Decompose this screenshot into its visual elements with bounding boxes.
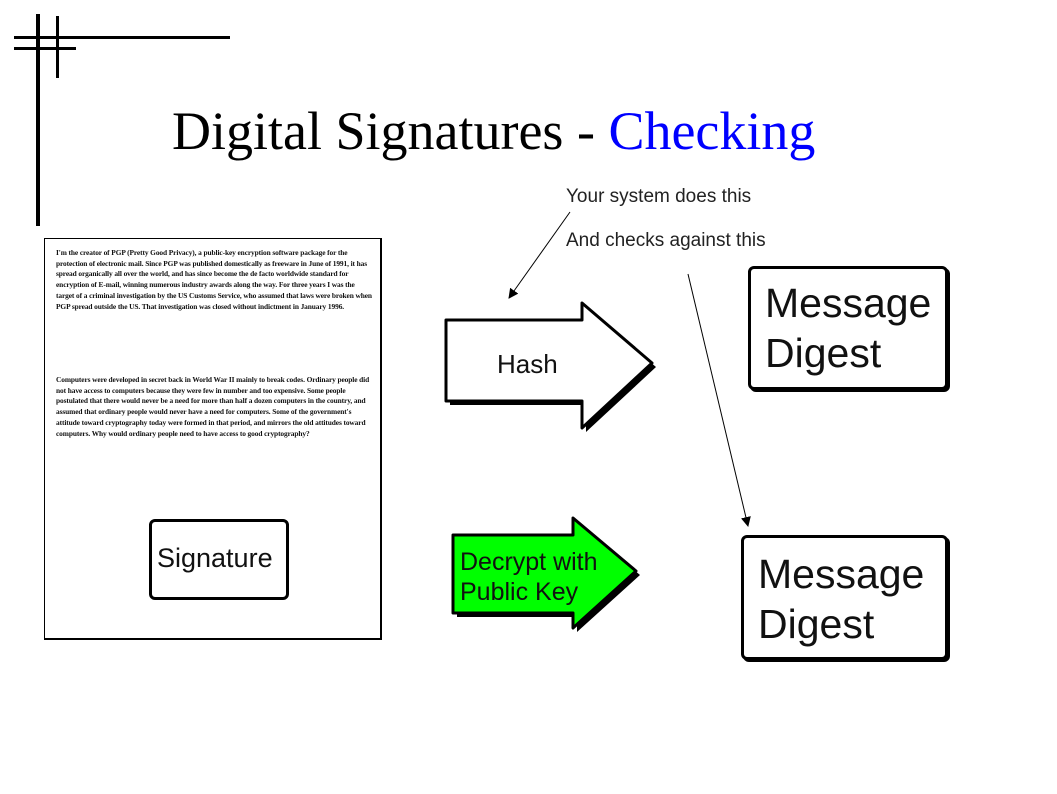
- digest-bottom-line-2: Digest: [758, 601, 875, 647]
- hash-arrow-shape: [444, 301, 654, 430]
- digest-bottom-line-1: Message: [758, 551, 925, 597]
- corner-line-h-bottom: [14, 47, 76, 50]
- document-paragraph-2: Computers were developed in secret back …: [56, 375, 370, 438]
- decrypt-label-line-1: Decrypt with: [460, 548, 598, 576]
- caption-checks: And checks against this: [566, 230, 766, 251]
- document-paragraph-1: I'm the creator of PGP (Pretty Good Priv…: [56, 248, 372, 311]
- corner-line-h-top: [14, 36, 230, 39]
- corner-line-v-right: [56, 16, 59, 78]
- signature-label: Signature: [157, 543, 273, 573]
- message-digest-bottom: Message Digest: [741, 535, 948, 660]
- digest-top-line-1: Message: [765, 280, 932, 326]
- hash-label: Hash: [497, 349, 558, 379]
- caption-system: Your system does this: [566, 186, 752, 207]
- slide-title: Digital Signatures - Checking: [172, 104, 815, 158]
- title-accent: Checking: [608, 101, 816, 161]
- signature-box: Signature: [149, 519, 289, 600]
- digest-top-line-2: Digest: [765, 330, 882, 376]
- signed-document: I'm the creator of PGP (Pretty Good Priv…: [44, 238, 382, 640]
- pointer-line-checks: [687, 273, 751, 527]
- pointer-line-system: [508, 211, 571, 299]
- decrypt-arrow-shape: [451, 516, 638, 630]
- decrypt-label-line-2: Public Key: [460, 578, 579, 606]
- title-main: Digital Signatures -: [172, 101, 609, 161]
- corner-line-v-left: [36, 14, 40, 226]
- message-digest-top: Message Digest: [748, 266, 948, 390]
